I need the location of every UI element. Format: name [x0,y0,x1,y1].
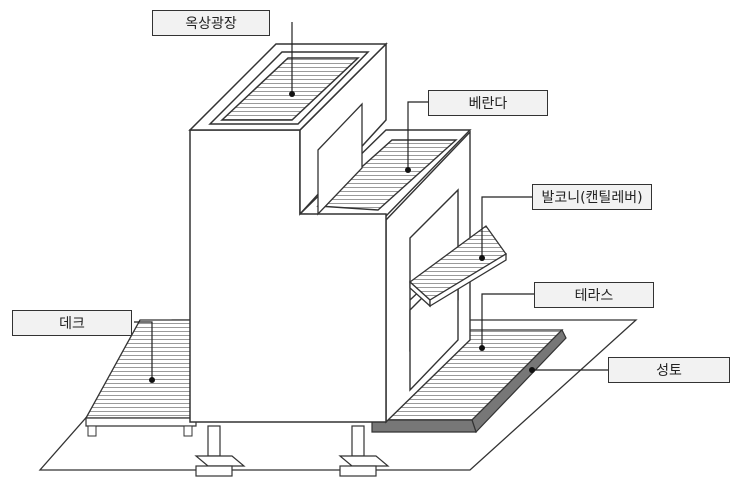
label-veranda: 베란다 [428,90,548,116]
label-rooftop: 옥상광장 [152,10,270,36]
deck-platform [84,319,199,437]
label-fill: 성토 [608,357,730,383]
label-deck-text: 데크 [59,316,85,332]
label-balcony: 발코니(캔틸레버) [532,184,652,210]
label-terrace: 테라스 [534,282,654,308]
rooftop [188,43,388,131]
label-veranda-text: 베란다 [468,96,508,112]
label-fill-text: 성토 [656,363,682,379]
label-deck: 데크 [12,310,132,336]
leader-lines [134,22,608,380]
veranda-slab [298,129,472,217]
side-window [317,102,363,216]
label-terrace-text: 테라스 [574,288,614,304]
label-balcony-text: 발코니(캔틸레버) [541,190,643,206]
leader-dots [149,91,535,383]
label-rooftop-text: 옥상광장 [185,16,237,32]
terrace-slab [371,328,567,434]
foundations [194,425,390,477]
